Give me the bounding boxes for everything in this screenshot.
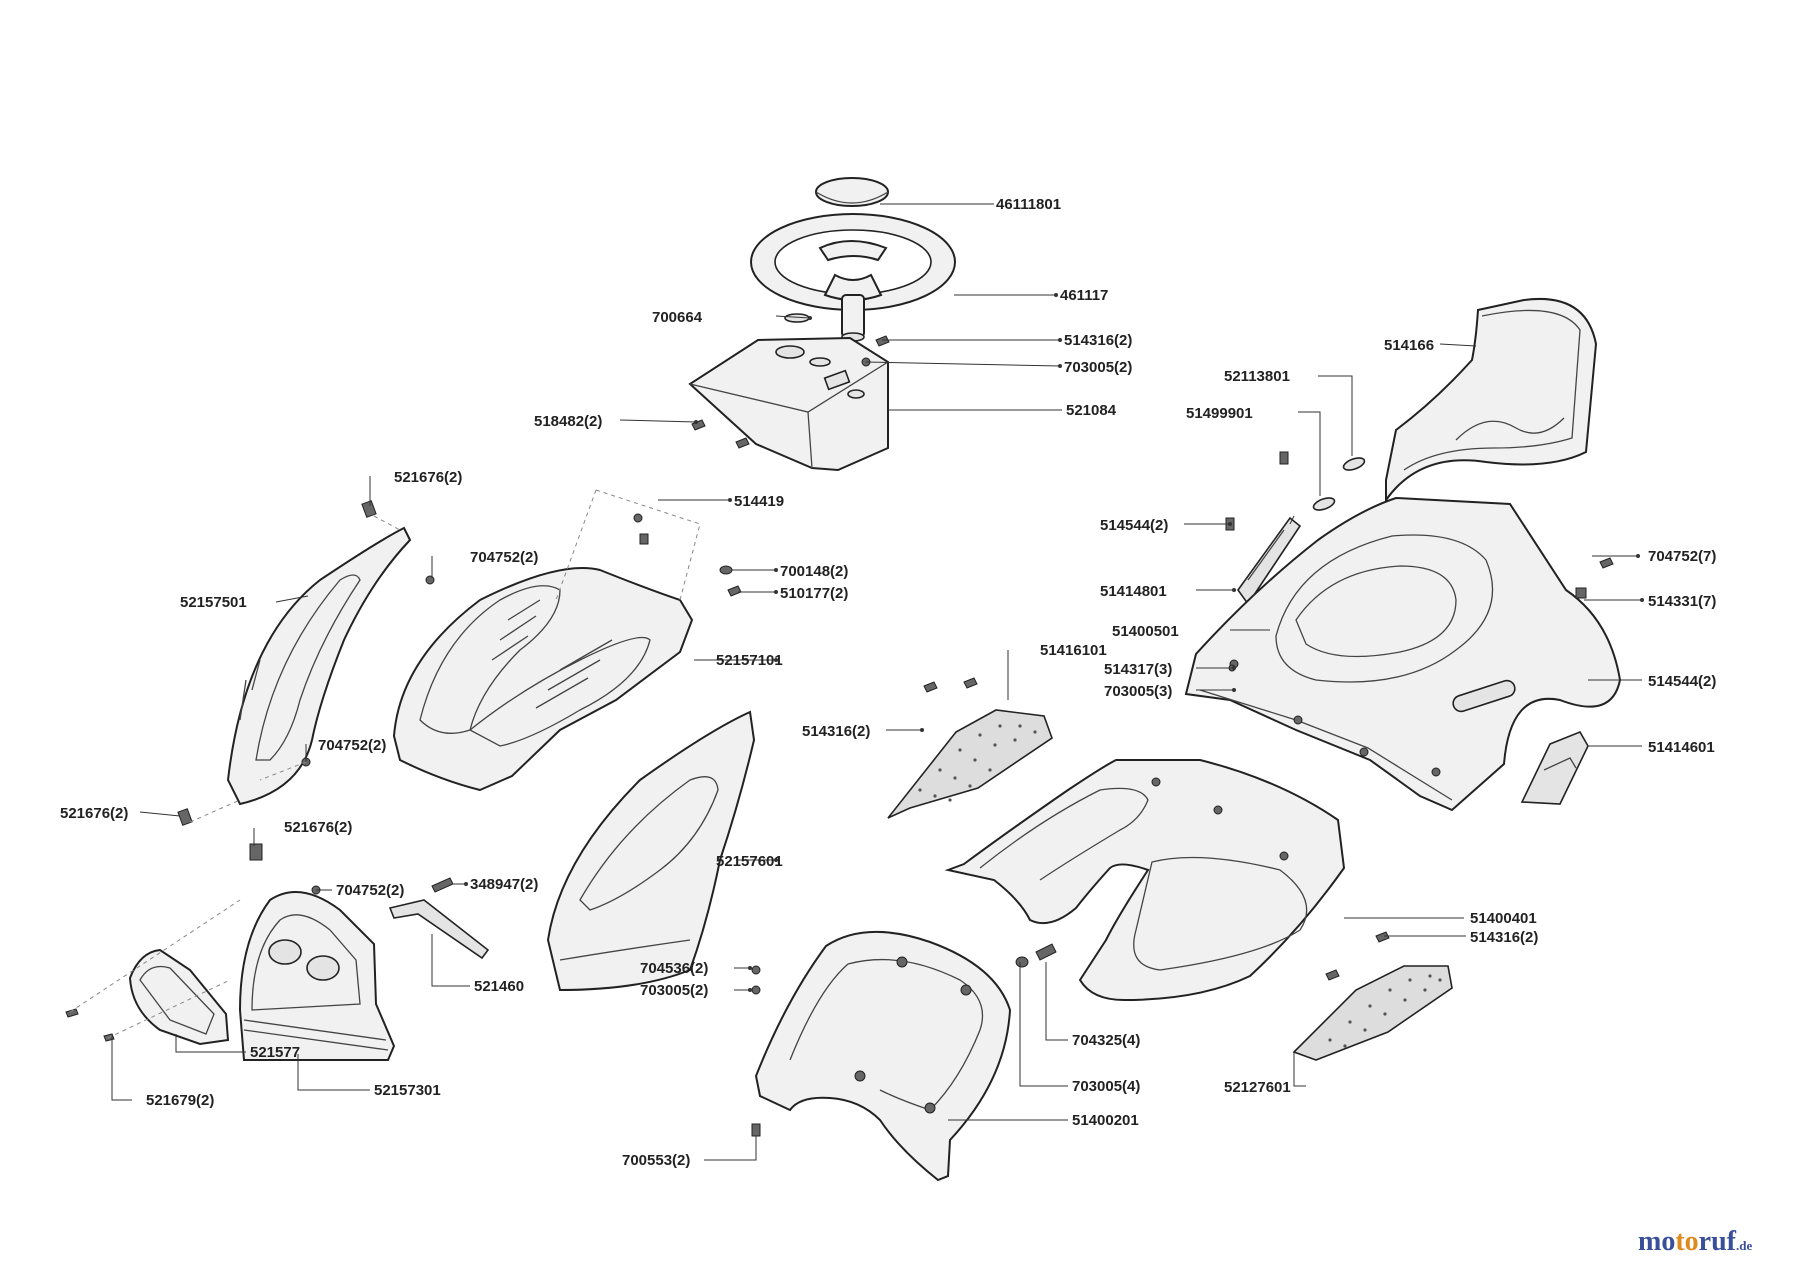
label-51416101: 51416101 bbox=[1040, 642, 1107, 659]
label-510177-2: 510177(2) bbox=[780, 585, 848, 602]
front-frame-hardware bbox=[751, 943, 1057, 1137]
label-514544-2-a: 514544(2) bbox=[1100, 517, 1168, 534]
label-521676-2-a: 521676(2) bbox=[394, 469, 462, 486]
label-703005-2-top: 703005(2) bbox=[1064, 359, 1132, 376]
label-521577: 521577 bbox=[250, 1044, 300, 1061]
light-lens-part bbox=[128, 948, 230, 1046]
label-703005-2-low: 703005(2) bbox=[640, 982, 708, 999]
steering-cap-part bbox=[815, 177, 889, 207]
label-514331-7: 514331(7) bbox=[1648, 593, 1716, 610]
footplate-right-part bbox=[1292, 965, 1453, 1061]
label-51414801: 51414801 bbox=[1100, 583, 1167, 600]
label-521679-2: 521679(2) bbox=[146, 1092, 214, 1109]
hood-part bbox=[392, 567, 694, 792]
seat-part bbox=[1385, 298, 1598, 556]
label-52127601: 52127601 bbox=[1224, 1079, 1291, 1096]
label-51400201: 51400201 bbox=[1072, 1112, 1139, 1129]
label-700553-2: 700553(2) bbox=[622, 1152, 690, 1169]
label-521460: 521460 bbox=[474, 978, 524, 995]
leader-dots bbox=[464, 293, 1644, 992]
center-body-screws bbox=[1151, 777, 1289, 861]
label-704752-7: 704752(7) bbox=[1648, 548, 1716, 565]
label-348947-2: 348947(2) bbox=[470, 876, 538, 893]
cap-part-b bbox=[1312, 497, 1336, 511]
label-704752-2-c: 704752(2) bbox=[336, 882, 404, 899]
rear-body-part bbox=[1184, 496, 1622, 812]
label-51414601: 51414601 bbox=[1648, 739, 1715, 756]
label-52113801: 52113801 bbox=[1224, 368, 1290, 385]
bracket-right-part bbox=[1520, 730, 1589, 805]
label-704752-2-b: 704752(2) bbox=[318, 737, 386, 754]
front-frame-part bbox=[754, 930, 1012, 1182]
footplate-screws bbox=[923, 677, 1390, 981]
label-461117: 461117 bbox=[1060, 287, 1108, 304]
bracket-left-part bbox=[1237, 516, 1302, 606]
label-521676-2-c: 521676(2) bbox=[284, 819, 352, 836]
label-52157601: 52157601 bbox=[716, 853, 783, 870]
label-51400401: 51400401 bbox=[1470, 910, 1537, 927]
steering-wheel-part bbox=[750, 213, 956, 342]
label-514316-2-mid: 514316(2) bbox=[802, 723, 870, 740]
label-51499901: 51499901 bbox=[1186, 405, 1253, 422]
label-514166: 514166 bbox=[1384, 337, 1434, 354]
label-514317-3: 514317(3) bbox=[1104, 661, 1172, 678]
brand-part-1: mo bbox=[1638, 1226, 1676, 1257]
label-514316-2-top: 514316(2) bbox=[1064, 332, 1132, 349]
label-52157501: 52157501 bbox=[180, 594, 247, 611]
label-514419: 514419 bbox=[734, 493, 784, 510]
footplate-left-part bbox=[887, 709, 1053, 819]
cap-part-a bbox=[1342, 457, 1366, 471]
label-52157301: 52157301 bbox=[374, 1082, 441, 1099]
label-521676-2-b: 521676(2) bbox=[60, 805, 128, 822]
label-703005-3: 703005(3) bbox=[1104, 683, 1172, 700]
grille-part bbox=[238, 891, 396, 1061]
part-number-labels: 46111801 461117 700664 514316(2) 703005(… bbox=[60, 196, 1716, 1169]
grille-hardware bbox=[65, 843, 490, 1042]
center-body-part bbox=[944, 759, 1346, 1002]
label-704536-2: 704536(2) bbox=[640, 960, 708, 977]
brand-part-2: to bbox=[1675, 1226, 1699, 1257]
label-51400501: 51400501 bbox=[1112, 623, 1179, 640]
label-704752-2-a: 704752(2) bbox=[470, 549, 538, 566]
label-703005-4: 703005(4) bbox=[1072, 1078, 1140, 1095]
label-46111801: 46111801 bbox=[996, 196, 1061, 213]
label-700148-2: 700148(2) bbox=[780, 563, 848, 580]
dashboard-part bbox=[688, 336, 889, 472]
label-52157101: 52157101 bbox=[716, 652, 783, 669]
label-518482-2: 518482(2) bbox=[534, 413, 602, 430]
hood-hardware bbox=[555, 489, 742, 601]
label-521084: 521084 bbox=[1066, 402, 1117, 419]
brand-logo: motoruf.de bbox=[1638, 1228, 1752, 1256]
label-514544-2-b: 514544(2) bbox=[1648, 673, 1716, 690]
brand-part-3: ruf bbox=[1698, 1226, 1736, 1257]
side-panel-right-part bbox=[546, 710, 756, 992]
side-panel-left-part bbox=[226, 526, 412, 806]
leader-lines bbox=[111, 203, 1642, 1161]
label-704325-4: 704325(4) bbox=[1072, 1032, 1140, 1049]
rear-body-screws bbox=[1229, 557, 1614, 777]
label-514316-2-low: 514316(2) bbox=[1470, 929, 1538, 946]
brand-suffix: .de bbox=[1735, 1238, 1753, 1253]
label-700664: 700664 bbox=[652, 309, 703, 326]
